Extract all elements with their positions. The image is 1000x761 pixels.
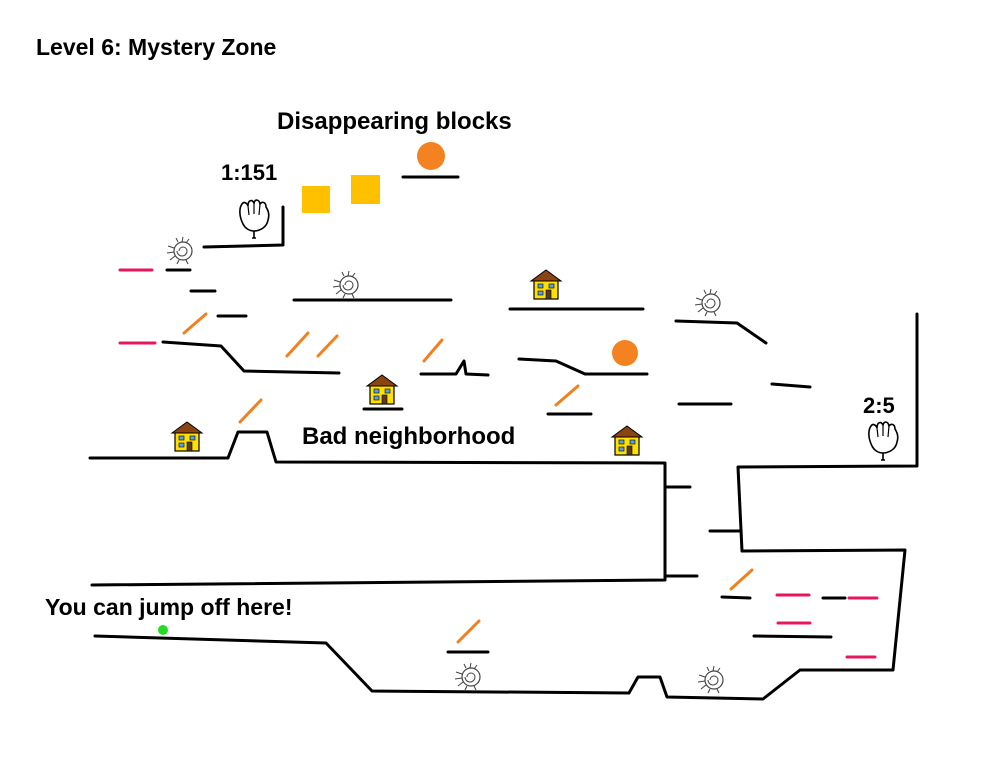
hand-icon[interactable]	[868, 421, 899, 461]
house-icon	[611, 425, 643, 456]
platform	[202, 205, 285, 249]
hazards	[118, 268, 879, 659]
platform	[770, 382, 812, 389]
swirl-creature-icon[interactable]	[694, 288, 721, 317]
platform	[517, 357, 649, 376]
right-wall	[93, 312, 919, 701]
ground-upper	[88, 430, 667, 587]
checkpoint-2-time: 2:5	[863, 393, 895, 418]
platform	[720, 595, 752, 600]
platform	[419, 359, 490, 377]
swirl-creature-icon[interactable]	[697, 665, 724, 694]
orange-ball-icon[interactable]	[417, 142, 445, 170]
checkpoint-1-time: 1:151	[221, 160, 278, 185]
swirl-creature-icon[interactable]	[166, 236, 193, 265]
spring-pad	[729, 568, 754, 591]
hand-icon[interactable]	[239, 199, 270, 239]
spring-pad	[316, 334, 339, 358]
house-icon	[530, 269, 562, 300]
disappearing-block[interactable]	[351, 175, 380, 204]
platform	[752, 634, 833, 639]
spring-pad	[182, 312, 208, 335]
spring-pad	[422, 338, 444, 363]
spring-pad	[285, 331, 310, 358]
spring-pad	[238, 398, 263, 424]
swirl-creature-icon[interactable]	[332, 270, 359, 299]
level-title: Level 6: Mystery Zone	[36, 34, 277, 60]
platform	[161, 340, 341, 375]
terrain	[88, 175, 919, 701]
player-dot-icon[interactable]	[158, 625, 168, 635]
orange-ball-icon[interactable]	[612, 340, 638, 366]
swirl-creature-icon[interactable]	[454, 662, 481, 691]
spring-pad	[554, 384, 580, 407]
disappearing-blocks-label: Disappearing blocks	[277, 108, 512, 135]
jump-hint-label: You can jump off here!	[45, 594, 293, 620]
disappearing-block[interactable]	[302, 186, 330, 213]
springs	[182, 312, 754, 644]
bad-neighborhood-label: Bad neighborhood	[302, 423, 516, 450]
house-icon	[366, 374, 398, 405]
spring-pad	[456, 619, 481, 644]
platform	[674, 319, 768, 345]
house-icon	[171, 421, 203, 452]
